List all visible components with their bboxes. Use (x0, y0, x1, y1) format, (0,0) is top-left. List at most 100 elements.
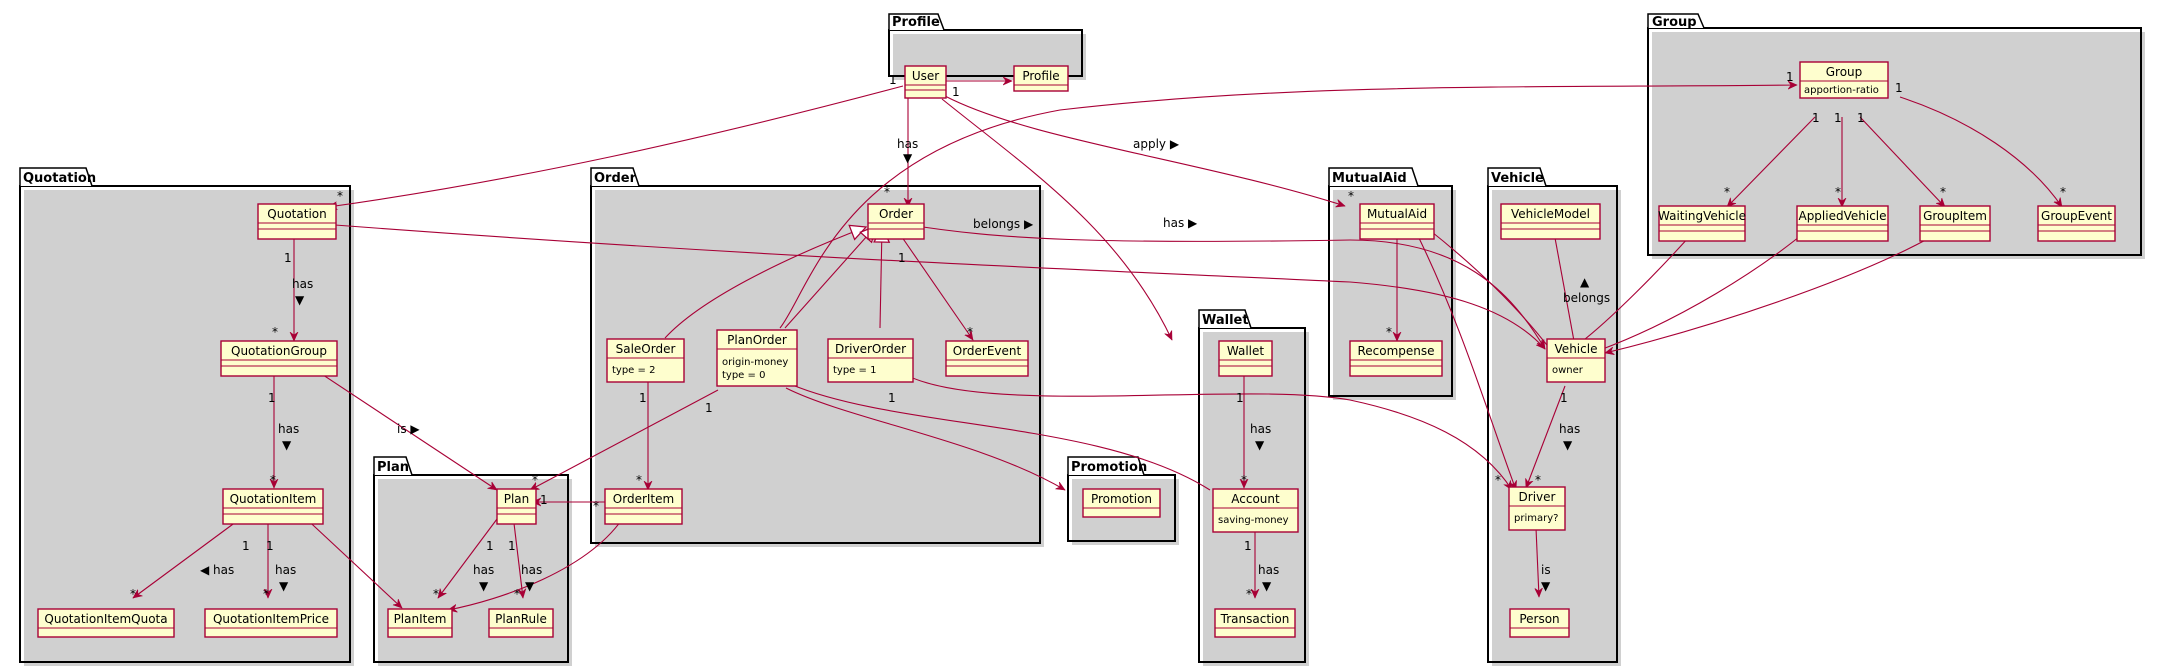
edge-saleorder-order (664, 227, 866, 339)
edge-waitingvehicle-vehicle (1579, 227, 1698, 344)
edge-plan-planrule (512, 514, 523, 598)
class-planorder[interactable]: PlanOrder origin-money type = 0 (716, 329, 798, 387)
edge-driverorder-order (880, 227, 882, 329)
multiplicity-label: 1 (1857, 111, 1865, 125)
class-vehiclemodel[interactable]: VehicleModel (1500, 203, 1601, 240)
association-label: has (292, 277, 313, 291)
edge-user-mutualaid (944, 95, 1345, 206)
direction-arrow: ▼ (279, 579, 289, 593)
class-saleorder[interactable]: SaleOrder type = 2 (606, 338, 685, 383)
direction-arrow: ▲ (1580, 275, 1590, 289)
direction-arrow: ▼ (479, 579, 489, 593)
class-driverorder[interactable]: DriverOrder type = 1 (827, 338, 914, 383)
association-label: has (275, 563, 296, 577)
class-vehicle[interactable]: Vehicle owner (1546, 338, 1606, 383)
class-quotation[interactable]: Quotation (257, 203, 337, 240)
association-label: ◀ has (200, 563, 234, 577)
class-person[interactable]: Person (1509, 608, 1570, 638)
class-name: PlanOrder (727, 333, 787, 347)
multiplicity-label: * (1835, 185, 1841, 199)
class-profile[interactable]: Profile (1013, 65, 1069, 92)
multiplicity-label: 1 (268, 391, 276, 405)
edge-labels: 1 1 has ▼ * apply ▶ * has ▶ 1 * 1 1 1 1 … (130, 70, 2066, 601)
class-driver[interactable]: Driver primary? (1508, 486, 1566, 531)
class-promotion[interactable]: Promotion (1082, 488, 1161, 518)
class-recompense[interactable]: Recompense (1349, 340, 1443, 377)
association-label: has (1250, 422, 1271, 436)
edge-quotationgroup-plan (307, 364, 497, 491)
multiplicity-label: 1 (888, 391, 896, 405)
class-name: Quotation (267, 207, 326, 221)
multiplicity-label: * (263, 587, 269, 601)
class-orderevent[interactable]: OrderEvent (945, 340, 1029, 377)
association-label: belongs (1563, 291, 1610, 305)
class-quotationitem[interactable]: QuotationItem (222, 488, 324, 525)
package-title: MutualAid (1332, 171, 1407, 186)
multiplicity-label: 1 (1834, 111, 1842, 125)
class-name: PlanRule (495, 612, 547, 626)
edge-order-vehicle (903, 223, 1546, 349)
edge-orderitem-planitem (448, 514, 626, 610)
class-quotationitemquota[interactable]: QuotationItemQuota (37, 608, 175, 638)
packages: Profile Group Quotation Order Mu (19, 13, 2145, 666)
class-planitem[interactable]: PlanItem (387, 608, 453, 638)
direction-arrow: ▼ (1541, 579, 1551, 593)
class-group[interactable]: Group apportion-ratio (1799, 61, 1889, 99)
direction-arrow: ▼ (903, 151, 913, 165)
multiplicity-label: * (532, 473, 538, 487)
class-plan[interactable]: Plan (496, 488, 537, 525)
edge-order-orderevent (894, 226, 974, 340)
class-name: VehicleModel (1511, 207, 1590, 221)
class-user[interactable]: User (904, 65, 947, 99)
class-orderitem[interactable]: OrderItem (604, 488, 683, 525)
class-wallet[interactable]: Wallet (1218, 340, 1273, 377)
class-name: PlanItem (394, 612, 447, 626)
class-groupitem[interactable]: GroupItem (1919, 205, 1991, 242)
multiplicity-label: * (1724, 185, 1730, 199)
class-waitingvehicle[interactable]: WaitingVehicle (1658, 205, 1746, 242)
class-name: Account (1231, 492, 1280, 506)
multiplicity-label: * (337, 189, 343, 203)
direction-arrow: ▼ (1262, 579, 1272, 593)
class-account[interactable]: Account saving-money (1212, 488, 1299, 533)
class-attribute: owner (1552, 365, 1584, 376)
class-groupevent[interactable]: GroupEvent (2037, 205, 2116, 242)
edge-plan-planitem (437, 514, 501, 598)
direction-arrow: ▼ (525, 579, 535, 593)
class-transaction[interactable]: Transaction (1214, 608, 1296, 638)
class-order[interactable]: Order (867, 203, 925, 240)
association-label: has (1559, 422, 1580, 436)
multiplicity-label: * (272, 325, 278, 339)
class-attribute: primary? (1514, 513, 1558, 524)
class-name: WaitingVehicle (1658, 209, 1746, 223)
direction-arrow: ▼ (1255, 438, 1265, 452)
class-name: SaleOrder (616, 342, 676, 356)
edge-group-waitingvehicle (1727, 116, 1816, 207)
association-label: has (897, 137, 918, 151)
class-name: OrderEvent (953, 344, 1022, 358)
multiplicity-label: 1 (540, 493, 548, 507)
class-mutualaid[interactable]: MutualAid (1359, 203, 1435, 240)
class-name: Promotion (1091, 492, 1152, 506)
class-quotationitemprice[interactable]: QuotationItemPrice (204, 608, 338, 638)
direction-arrow: ▼ (282, 438, 292, 452)
class-planrule[interactable]: PlanRule (488, 608, 554, 638)
multiplicity-label: * (1246, 587, 1252, 601)
package-title: Group (1652, 15, 1697, 30)
class-quotationgroup[interactable]: QuotationGroup (220, 340, 338, 377)
association-label: has ▶ (1163, 216, 1198, 230)
multiplicity-label: 1 (1786, 70, 1794, 84)
multiplicity-label: 1 (705, 401, 713, 415)
multiplicity-label: * (1495, 473, 1501, 487)
package-title: Order (594, 171, 637, 186)
multiplicity-label: * (1241, 473, 1247, 487)
package-title: Promotion (1071, 460, 1147, 475)
edge-mutualaid-driver (1414, 229, 1516, 490)
class-name: GroupEvent (2041, 209, 2112, 223)
class-name: DriverOrder (835, 342, 906, 356)
multiplicity-label: 1 (1560, 391, 1568, 405)
association-label: apply ▶ (1133, 137, 1180, 151)
class-appliedvehicle[interactable]: AppliedVehicle (1796, 205, 1889, 242)
class-attribute: type = 2 (612, 365, 655, 376)
